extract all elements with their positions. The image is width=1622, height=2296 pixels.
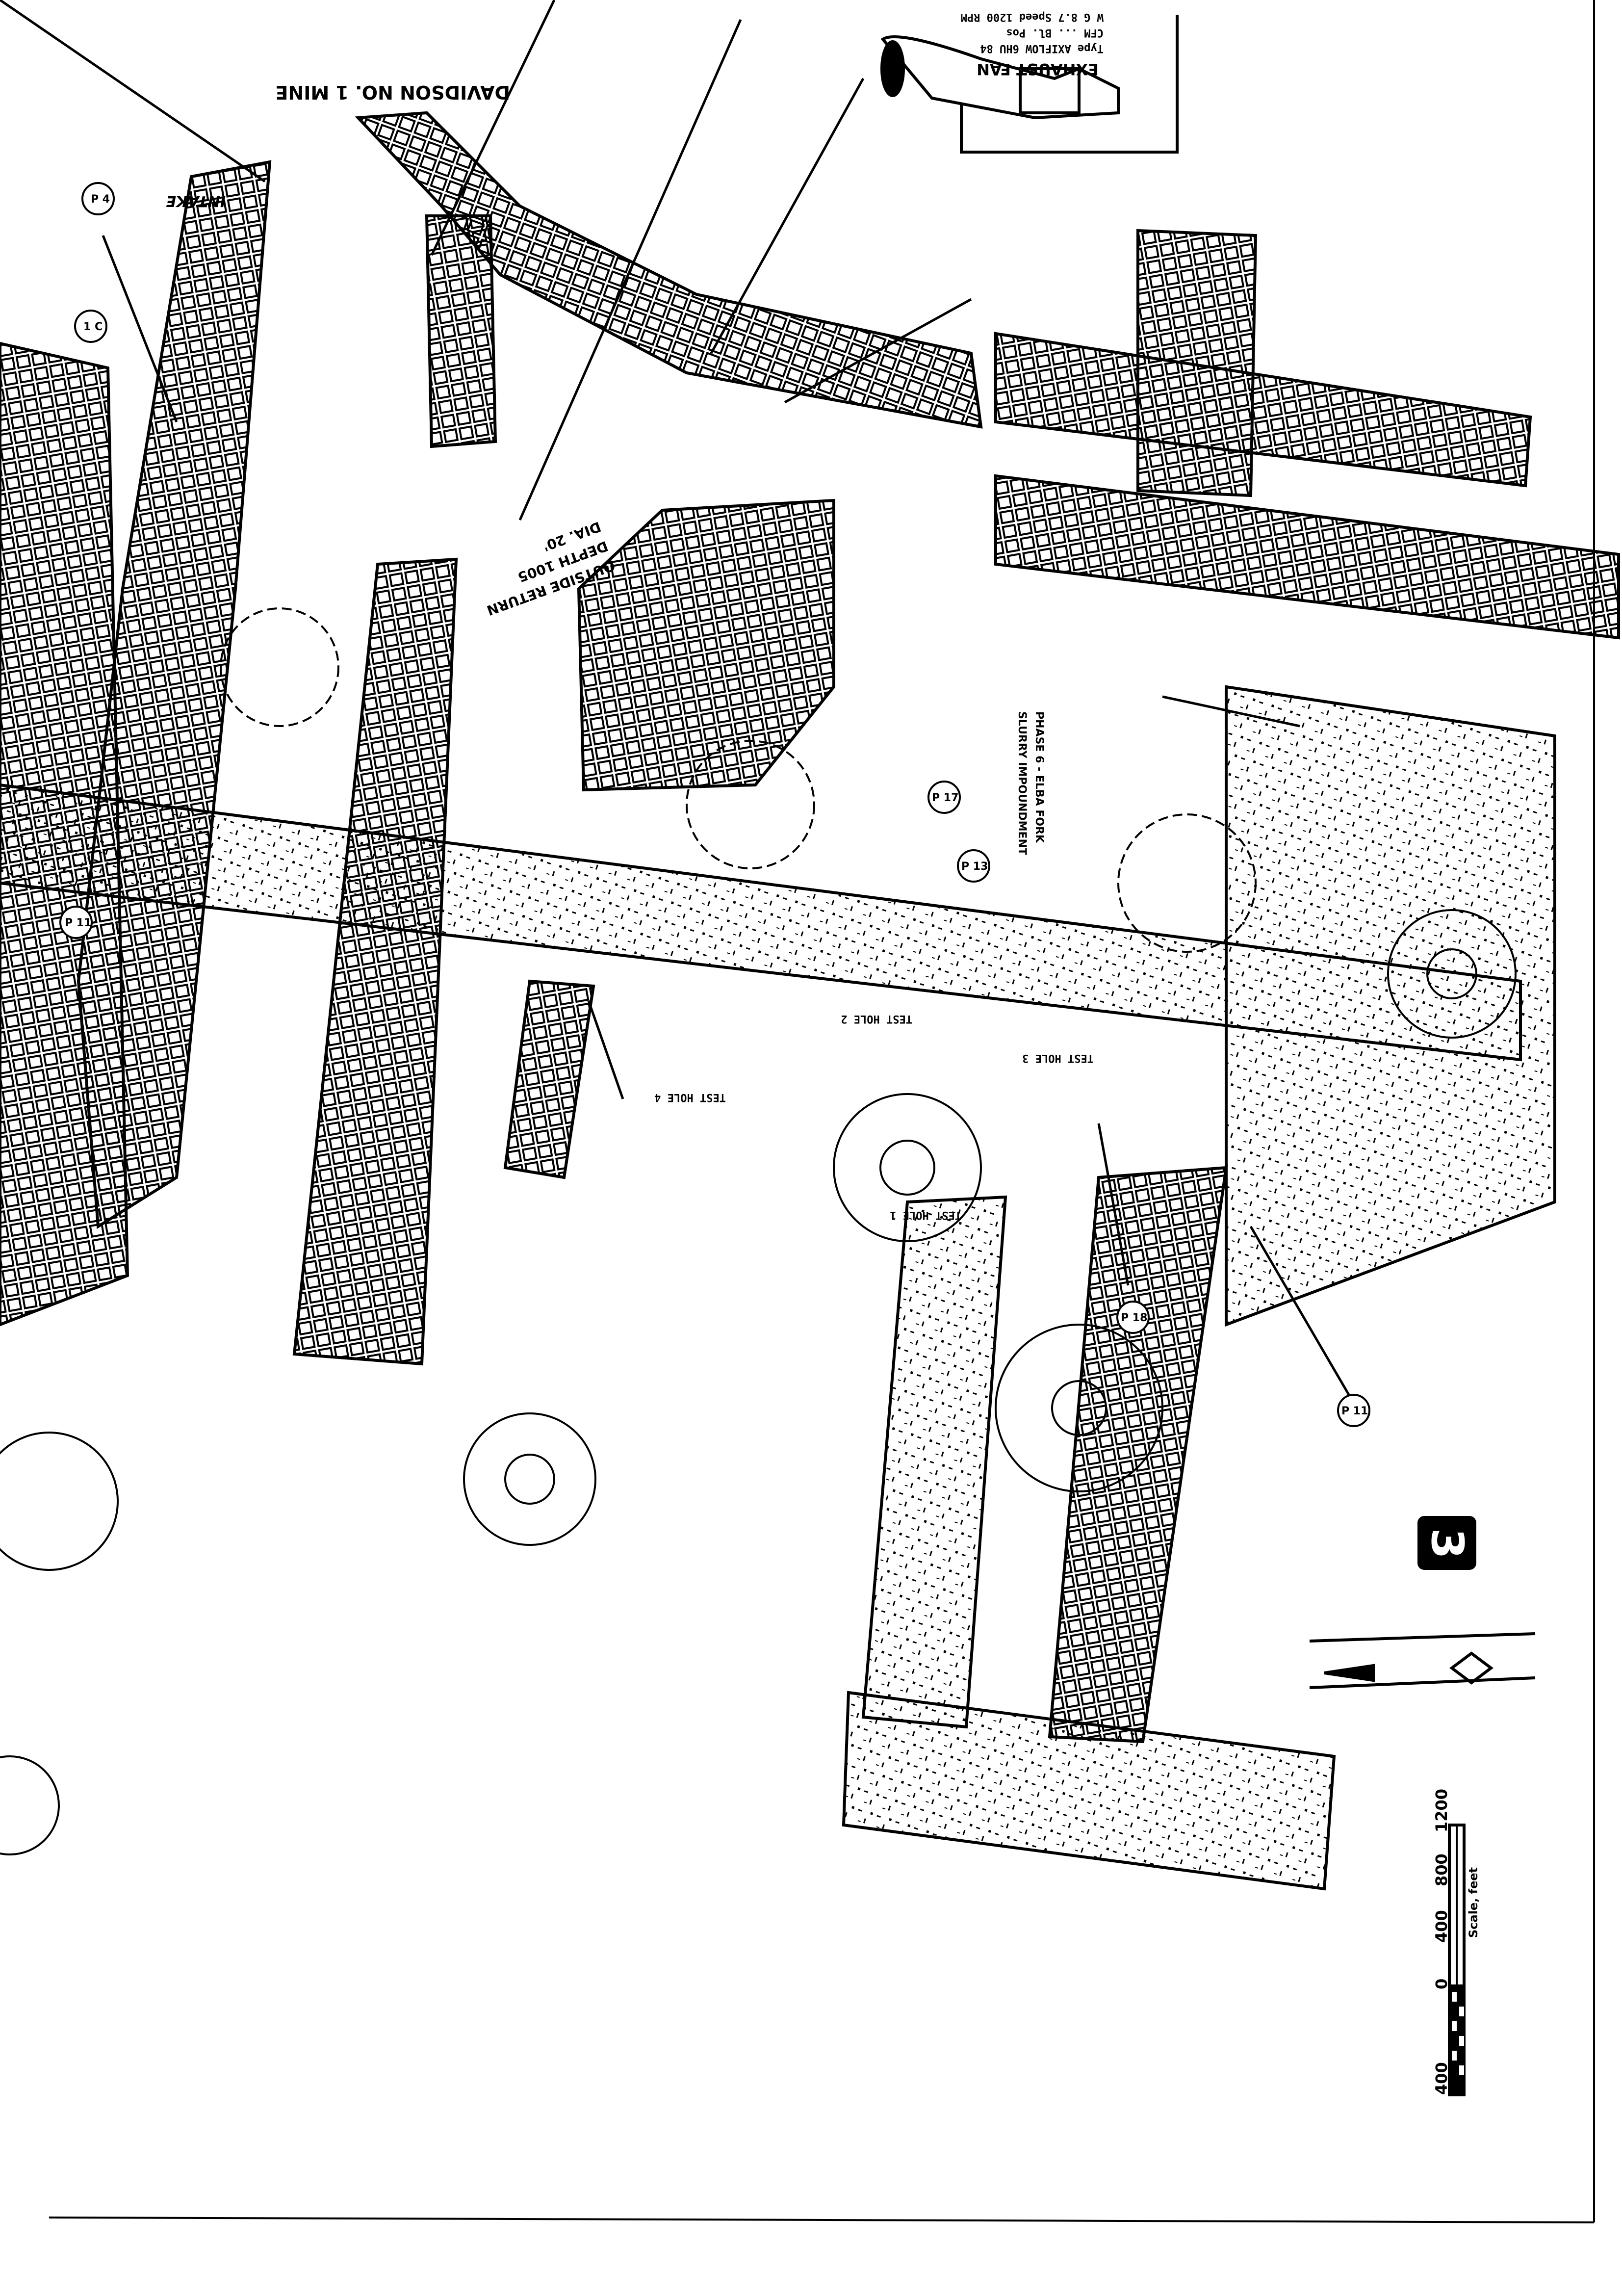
map-title: DAVIDSON NO. 1 MINE	[276, 81, 511, 103]
marker: P 11	[1337, 1394, 1370, 1427]
marker-label: P 17	[932, 792, 958, 804]
scale-bar: 400 0 400 800 1200 Scale, feet	[1432, 1789, 1480, 2096]
marker-label: P 11	[1341, 1405, 1368, 1417]
borehole-circles	[0, 607, 1517, 1855]
exhaust-fan-wg: W G 8.7 Speed 1200 RPM	[961, 11, 1104, 23]
north-panel	[425, 214, 497, 448]
marker: P 4	[81, 182, 115, 215]
east-panel-lower	[994, 474, 1620, 640]
south-block-1	[292, 557, 458, 1366]
impoundment-line2: SLURRY IMPOUNDMENT	[1016, 711, 1028, 855]
exhaust-fan-cfm: CFM ... Bl. Pos	[1006, 26, 1104, 39]
east-haulage	[1225, 685, 1556, 1327]
scale-tick: 1200	[1432, 1789, 1451, 1832]
scale-tick: 0	[1432, 1979, 1451, 1989]
marker: P 13	[957, 849, 990, 883]
marker-label: 1 C	[83, 321, 103, 333]
east-panel-upper	[994, 332, 1532, 488]
south-block-2	[503, 979, 595, 1179]
marker-label: P 4	[91, 193, 110, 206]
intake-label: INTAKE	[166, 192, 226, 209]
impoundment-line1: PHASE 6 - ELBA FORK	[1033, 711, 1045, 843]
test-hole-1: TEST HOLE 1	[890, 1209, 961, 1221]
exhaust-fan-text: EXHAUST FAN Type AXIFLOW 6HU 84 CFM ... …	[961, 11, 1104, 78]
test-hole-3: TEST HOLE 3	[1022, 1052, 1094, 1064]
exhaust-fan-diagram	[880, 15, 1179, 154]
sheet-border	[49, 0, 1595, 2223]
central-block	[577, 498, 835, 792]
south-crosscut	[842, 1691, 1336, 1891]
south-haulage	[861, 1195, 1007, 1729]
marker-label: P 18	[1121, 1312, 1147, 1324]
sheet-number-badge: 3	[1417, 1516, 1476, 1570]
scale-title: Scale, feet	[1467, 1867, 1480, 1938]
exhaust-fan-type: Type AXIFLOW 6HU 84	[980, 42, 1104, 54]
exhaust-fan-title: EXHAUST FAN	[977, 60, 1099, 78]
marker: P 17	[927, 781, 961, 814]
scale-tick: 400	[1432, 1910, 1451, 1943]
marker: 1 C	[74, 310, 107, 343]
marker-label: P 11	[65, 917, 91, 929]
marker: P 18	[1116, 1301, 1150, 1334]
impoundment-label: PHASE 6 - ELBA FORK SLURRY IMPOUNDMENT	[1016, 711, 1045, 855]
test-hole-labels: TEST HOLE 1 TEST HOLE 2 TEST HOLE 3 TEST…	[654, 1013, 1094, 1221]
leader-lines	[0, 0, 1355, 1404]
test-hole-4: TEST HOLE 4	[654, 1091, 726, 1103]
test-hole-2: TEST HOLE 2	[841, 1013, 912, 1025]
north-arrow-icon	[1309, 1632, 1536, 1689]
marker-label: P 13	[961, 861, 988, 873]
p-markers: P 4 1 C P 11 P 17 P 13 P 18 P 11	[59, 182, 1370, 1427]
mine-workings	[0, 111, 1620, 1891]
southeast-entry	[1048, 1166, 1228, 1744]
scale-tick: 800	[1432, 1853, 1451, 1886]
marker: P 11	[59, 906, 93, 939]
sheet-number: 3	[1421, 1528, 1473, 1559]
scale-tick: 400	[1432, 2062, 1451, 2095]
